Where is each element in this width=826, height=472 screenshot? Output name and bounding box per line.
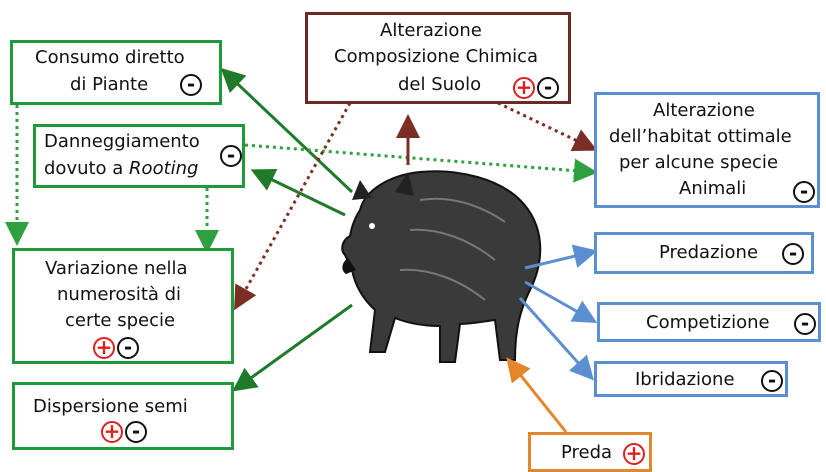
box-competizione: Competizione - — [597, 302, 821, 342]
consumo-line1: Consumo diretto — [35, 47, 185, 68]
habitat-line1: Alterazione — [653, 100, 755, 121]
suolo-line3: del Suolo — [398, 74, 482, 95]
box-dispersione-semi: Dispersione semi + - — [12, 382, 234, 450]
minus-sign: - — [180, 74, 202, 96]
minus-sign: - — [782, 243, 804, 265]
minus-sign: - — [220, 145, 242, 167]
dispersione-line1: Dispersione semi — [33, 396, 188, 417]
competizione-label: Competizione — [646, 312, 770, 333]
rooting-line2: dovuto a Rooting — [44, 157, 198, 181]
box-alterazione-suolo: Alterazione Composizione Chimica del Suo… — [305, 12, 571, 104]
minus-sign: - — [117, 337, 139, 359]
box-preda: Preda + — [528, 432, 652, 472]
plus-sign: + — [623, 443, 645, 465]
suolo-line1: Alterazione — [380, 20, 482, 41]
plus-sign: + — [101, 421, 123, 443]
consumo-line2: di Piante — [70, 74, 149, 95]
ibridazione-label: Ibridazione — [635, 369, 735, 390]
plus-sign: + — [93, 337, 115, 359]
rooting-line2-italic: Rooting — [129, 158, 199, 179]
habitat-line2: dell’habitat ottimale — [609, 126, 792, 147]
predazione-label: Predazione — [659, 242, 759, 263]
suolo-line2: Composizione Chimica — [334, 46, 539, 67]
preda-label: Preda — [561, 442, 613, 463]
plus-sign: + — [513, 77, 535, 99]
wild-boar-illustration — [341, 170, 542, 363]
minus-sign: - — [125, 421, 147, 443]
rooting-line1: Danneggiamento — [44, 131, 200, 152]
variazione-line2: numerosità di — [57, 284, 182, 305]
minus-sign: - — [793, 181, 815, 203]
box-ibridazione: Ibridazione - — [594, 361, 788, 397]
habitat-line4: Animali — [679, 178, 747, 199]
box-predazione: Predazione - — [594, 232, 814, 274]
habitat-line3: per alcune specie — [619, 152, 779, 173]
variazione-line1: Variazione nella — [45, 258, 188, 279]
minus-sign: - — [761, 370, 783, 392]
minus-sign: - — [537, 77, 559, 99]
box-danneggiamento-rooting: Danneggiamento dovuto a Rooting - — [33, 124, 245, 188]
box-alterazione-habitat: Alterazione dell’habitat ottimale per al… — [594, 92, 820, 208]
variazione-line3: certe specie — [65, 310, 176, 331]
minus-sign: - — [794, 313, 816, 335]
rooting-line2-prefix: dovuto a — [44, 158, 130, 179]
box-consumo-diretto: Consumo diretto di Piante - — [10, 40, 222, 105]
box-variazione-numerosita: Variazione nella numerosità di certe spe… — [12, 248, 234, 364]
